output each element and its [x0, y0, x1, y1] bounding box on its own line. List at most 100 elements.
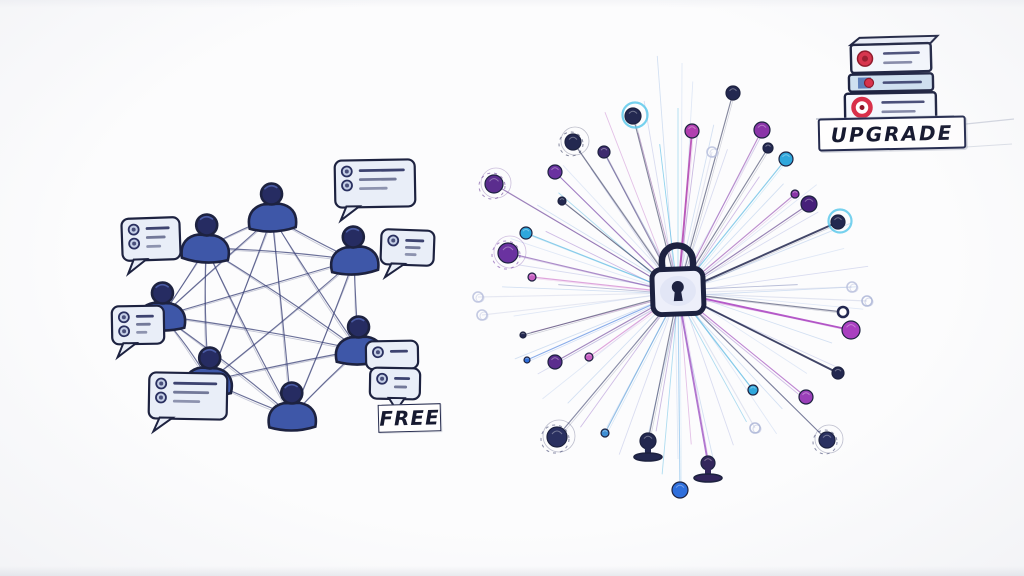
node-ray — [677, 292, 681, 491]
filler-ray — [678, 248, 845, 291]
speech-bubble-box — [333, 158, 417, 209]
node-ray-sketch — [679, 223, 840, 295]
node-dot-sheen — [643, 435, 653, 439]
node-dot-ghost — [475, 293, 485, 303]
node-scribble-ring — [814, 424, 844, 454]
person-head-sheen — [284, 383, 299, 389]
node-dot — [497, 242, 519, 264]
mesh-line — [271, 216, 360, 351]
pencil-guide — [965, 118, 1015, 125]
node-dot — [597, 145, 611, 159]
node-dot-sheen — [802, 392, 810, 396]
node-dot-sheen — [688, 126, 696, 130]
speech-bubble-box — [120, 216, 182, 262]
node-dot — [547, 164, 563, 180]
person-head — [259, 182, 284, 206]
node-dot — [519, 226, 533, 240]
speech-bubble — [120, 216, 182, 277]
hub-node — [725, 85, 741, 101]
hub-node — [831, 366, 845, 380]
node-dot-sheen — [782, 154, 790, 158]
filler-ray — [656, 55, 676, 294]
node-dot-hollow — [836, 305, 850, 319]
bubble-text-line — [359, 186, 388, 191]
speech-bubble — [333, 158, 417, 224]
node-dot-sheen — [522, 228, 530, 232]
node-dot-sheen — [628, 110, 638, 114]
hub-node — [753, 121, 771, 139]
server-slot-line — [882, 51, 920, 55]
avatar-icon-dot — [159, 381, 164, 386]
hub-node — [478, 167, 512, 200]
pencil-guide — [965, 143, 1013, 148]
node-ray-sketch — [679, 293, 840, 375]
node-dot-sheen — [551, 430, 563, 435]
server-unit — [847, 72, 935, 93]
node-dot-sheen — [559, 198, 565, 201]
lock-keyhole-stem — [673, 289, 683, 302]
lock-shackle — [658, 242, 697, 275]
person-icon — [329, 225, 380, 276]
hub-node — [749, 422, 762, 434]
hub-node — [778, 151, 794, 167]
hub-node — [812, 424, 844, 455]
avatar-icon-dot — [345, 183, 350, 188]
avatar-icon-dot — [158, 395, 163, 400]
node-ray-sketch — [606, 293, 681, 435]
hub-node — [841, 320, 861, 340]
bubble-text-line — [405, 238, 425, 243]
avatar-icon-dot — [131, 227, 136, 232]
speech-bubble — [368, 366, 422, 412]
node-dot-ghost — [479, 311, 489, 321]
avatar-icon-dot — [391, 238, 396, 243]
node-dot — [523, 356, 531, 364]
filler-ray — [643, 100, 678, 296]
hub-node — [800, 195, 818, 213]
node-dot-sheen — [750, 386, 756, 389]
person-body — [267, 401, 318, 432]
node-scribble-ring — [491, 240, 521, 270]
node-dot-ghost — [864, 297, 874, 307]
node-dot — [700, 455, 716, 471]
pin-neck — [705, 469, 711, 476]
bubble-text-line — [393, 385, 408, 389]
person-head-sheen — [263, 184, 278, 190]
hub-node — [476, 309, 489, 321]
server-slot-line — [882, 80, 922, 84]
person-head — [197, 346, 222, 370]
pin-neck — [645, 448, 651, 455]
hub-node — [684, 123, 700, 139]
bubble-text-line — [145, 226, 170, 230]
node-dot — [818, 431, 836, 449]
hub-node — [491, 235, 527, 270]
hub-node — [519, 331, 527, 339]
avatar-icon-dot — [132, 241, 137, 246]
node-dot-sheen — [586, 354, 592, 357]
lock-icon — [649, 242, 707, 318]
hub-node — [798, 389, 814, 405]
filler-ray — [510, 238, 676, 294]
avatar-icon-dot — [122, 329, 127, 334]
node-ray — [493, 183, 679, 294]
person-head — [279, 381, 304, 405]
bubble-text-line — [173, 390, 210, 395]
filler-ray — [680, 291, 864, 310]
node-dot-sheen — [822, 434, 832, 438]
bubble-text-line — [405, 245, 421, 250]
server-led-glyph — [859, 104, 865, 110]
person-head-sheen — [155, 283, 170, 289]
avatar-icon-dot — [380, 376, 385, 381]
bubble-text-line — [404, 252, 417, 257]
hub-node — [693, 455, 723, 483]
node-scribble-ring — [493, 235, 527, 269]
bubble-text-line — [146, 244, 162, 248]
hub-node — [584, 352, 594, 362]
node-dot — [753, 121, 771, 139]
node-scribble-ring — [558, 131, 584, 157]
node-ray — [677, 92, 734, 294]
node-dot — [830, 214, 846, 230]
node-ray — [677, 292, 828, 441]
node-dot — [527, 272, 537, 282]
node-ray — [507, 252, 679, 294]
speech-bubble-box — [368, 366, 422, 401]
